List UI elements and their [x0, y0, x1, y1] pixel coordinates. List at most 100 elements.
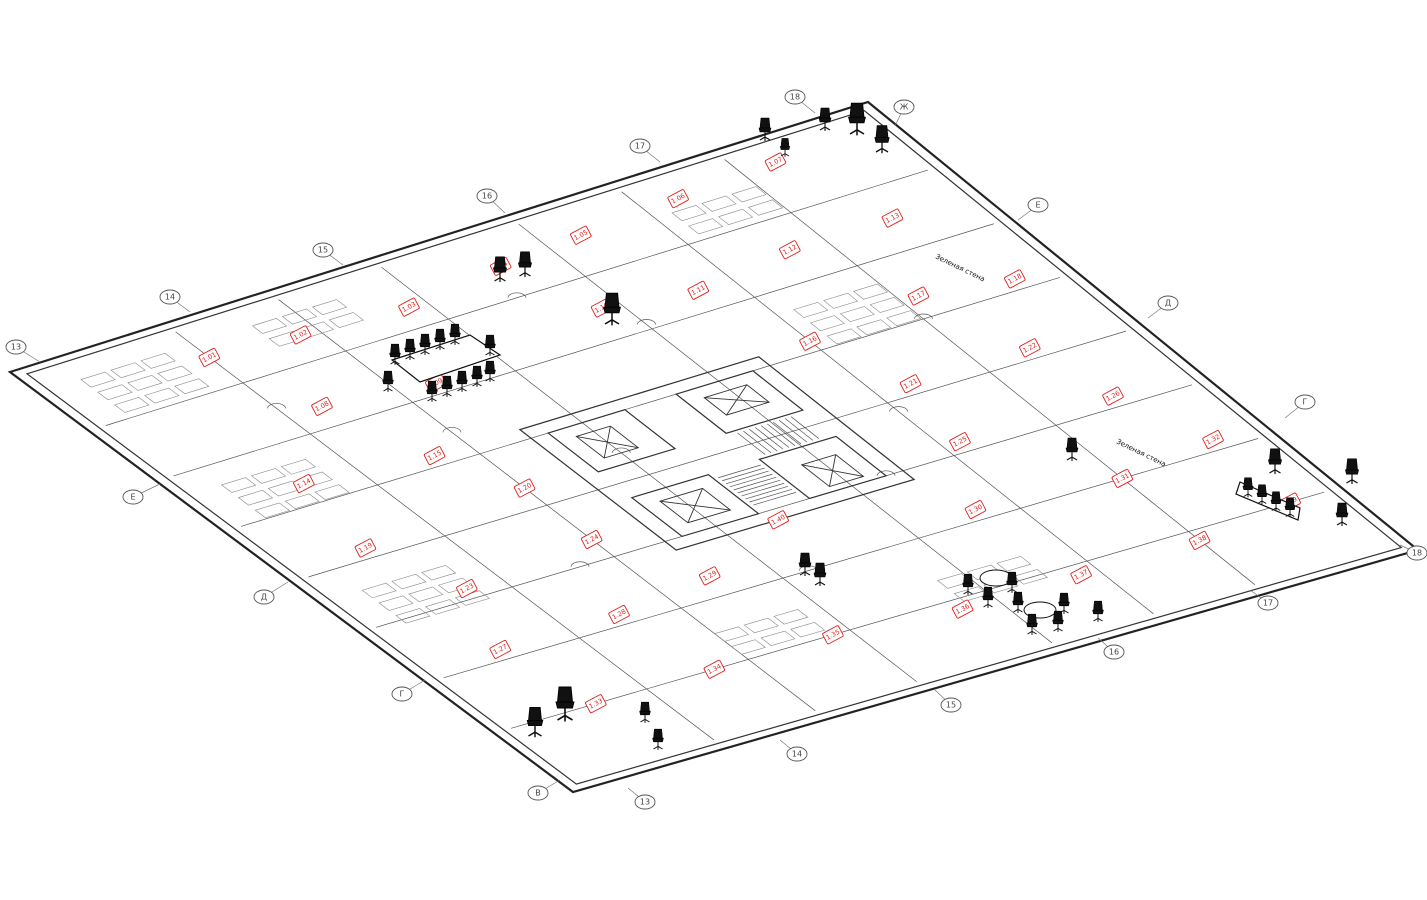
shaft-2-cross-b — [726, 384, 748, 416]
chair-back — [799, 552, 811, 564]
conference-chair — [441, 375, 453, 397]
workstation-e-desk — [869, 296, 905, 313]
door-swing-5 — [914, 313, 933, 319]
workstation-e-desk — [826, 328, 862, 345]
chair-base — [1066, 452, 1078, 461]
grid-bubble-top-5 — [784, 89, 806, 105]
room-tag-frame — [513, 478, 536, 498]
grid-bubble-left-3-label: Г — [400, 690, 405, 699]
workstation-nw-desk — [114, 397, 150, 413]
chair-back — [1271, 491, 1281, 501]
chair-back — [1093, 600, 1103, 611]
grid-bubble-left-0 — [5, 339, 27, 355]
chair-base — [1285, 509, 1295, 518]
room-tag: 1.24 — [580, 530, 603, 549]
workstation-n-desk — [328, 312, 364, 328]
room-tag: 1.23 — [456, 579, 478, 598]
room-tag: 1.16 — [799, 331, 821, 351]
chair-back — [450, 323, 460, 334]
room-tag-frame — [311, 396, 333, 416]
chair-base — [390, 356, 400, 365]
room-tag-frame — [1202, 430, 1224, 449]
stair-tread — [741, 482, 785, 497]
chair-back — [640, 701, 650, 712]
grid-bubble-left-4 — [527, 785, 549, 801]
stair-tread — [737, 479, 781, 494]
chair-seat — [652, 737, 664, 743]
chair-back — [875, 125, 889, 138]
grid-bubble-right-1-label: Д — [1165, 299, 1171, 308]
room-tags: 1.011.021.031.041.051.061.071.081.091.10… — [198, 152, 1301, 714]
room-tag: 1.33 — [585, 694, 607, 714]
grid-bubble-top-2 — [312, 242, 334, 258]
chair-base — [457, 383, 467, 392]
chair-base — [819, 122, 831, 131]
chair-back — [1257, 484, 1267, 494]
chair-back — [519, 251, 531, 264]
chair-base — [405, 351, 415, 360]
workstation-sw-desk — [421, 564, 457, 581]
chair-base — [1027, 626, 1037, 635]
room-tag: 1.21 — [899, 374, 922, 394]
conference-chair — [404, 338, 416, 360]
room-tag: 1.25 — [949, 432, 971, 452]
chair-seat — [526, 720, 544, 726]
workstation-w-desk — [237, 489, 274, 506]
workstation-nw-desk — [174, 378, 210, 395]
workstation-sw-desk — [425, 599, 461, 615]
chair-base — [435, 341, 445, 350]
partition-v-4 — [375, 384, 1193, 628]
chair-back — [983, 586, 993, 597]
chair-base — [494, 272, 506, 283]
chair-seat — [1026, 622, 1038, 628]
chair-seat — [779, 146, 791, 150]
workstation-w-desk — [314, 484, 350, 500]
chair-back — [1243, 477, 1253, 487]
lounge-chair — [818, 107, 832, 131]
workstation-nw-desk — [97, 384, 133, 401]
chair-back — [457, 370, 467, 381]
chair-back — [814, 562, 826, 574]
conference-chair — [449, 323, 461, 345]
room-tag-frame — [779, 240, 801, 260]
chair-seat — [798, 562, 812, 568]
stair-tread — [784, 418, 814, 441]
grid-bubble-bottom-3-label: 16 — [1109, 648, 1119, 657]
stair-tread — [767, 423, 796, 446]
chair-back — [759, 117, 771, 129]
chair-back — [604, 292, 620, 308]
bench-chair — [1284, 497, 1296, 518]
room-tag: 1.38 — [1188, 530, 1211, 550]
room-tag: 1.18 — [1004, 269, 1026, 289]
chair-base — [450, 336, 460, 345]
room-tag: 1.35 — [822, 625, 844, 645]
chair-back — [420, 333, 430, 344]
grid-bubble-left-1 — [122, 489, 144, 505]
chair-base — [780, 149, 790, 157]
grid-bubble-right-3-label: 18 — [1412, 549, 1422, 558]
room-tag-frame — [489, 639, 511, 659]
building-core — [518, 356, 916, 551]
chair-base — [1007, 584, 1017, 593]
grid-bubble-right-0 — [1027, 197, 1049, 213]
grid-bubble-top-3-label: 16 — [482, 192, 492, 201]
workstation-s-desk — [760, 630, 796, 646]
workstation-s-desk — [773, 609, 809, 625]
stair-tread — [729, 473, 773, 488]
grid-bubble-bottom-4 — [1257, 595, 1279, 611]
grid-bubble-bottom-2-label: 15 — [946, 701, 956, 710]
chair-seat — [1256, 493, 1268, 497]
room-tag: 1.13 — [881, 208, 904, 228]
room-tag: 1.01 — [198, 347, 220, 367]
chair-back — [1027, 613, 1037, 624]
chair-base — [814, 577, 826, 586]
chair-base — [557, 708, 573, 722]
chair-back — [1066, 437, 1078, 449]
chair-seat — [484, 369, 496, 375]
room-tag-frame — [398, 297, 420, 317]
chair-base — [528, 725, 542, 738]
workstation-se-desk — [996, 555, 1032, 572]
chair-base — [442, 388, 452, 397]
room-tag: 1.30 — [964, 500, 987, 519]
workstation-n-desk — [281, 308, 318, 325]
